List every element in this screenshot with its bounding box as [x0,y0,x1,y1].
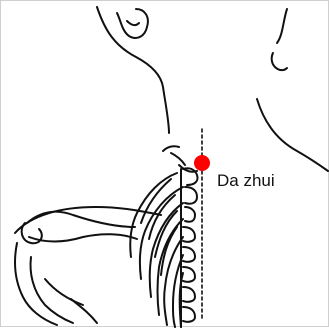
vertebra-t1 [185,187,197,204]
vertebra-t5 [183,267,195,282]
acupoint-label: Da zhui [217,172,275,189]
acupoint-marker [194,155,210,171]
neck-curve [163,146,179,151]
right-head-outline [277,9,287,43]
ear-outline [117,9,148,38]
vertebra-t4 [183,247,195,262]
vertebra-t7 [183,307,195,322]
vertebra-t6 [183,287,195,302]
vertebra-t3 [183,227,195,242]
clavicle-upper [27,212,135,227]
right-neck-line [257,99,328,171]
right-jaw [272,53,287,70]
clavicle-lower [29,234,137,241]
vertebra-t2 [185,207,195,222]
